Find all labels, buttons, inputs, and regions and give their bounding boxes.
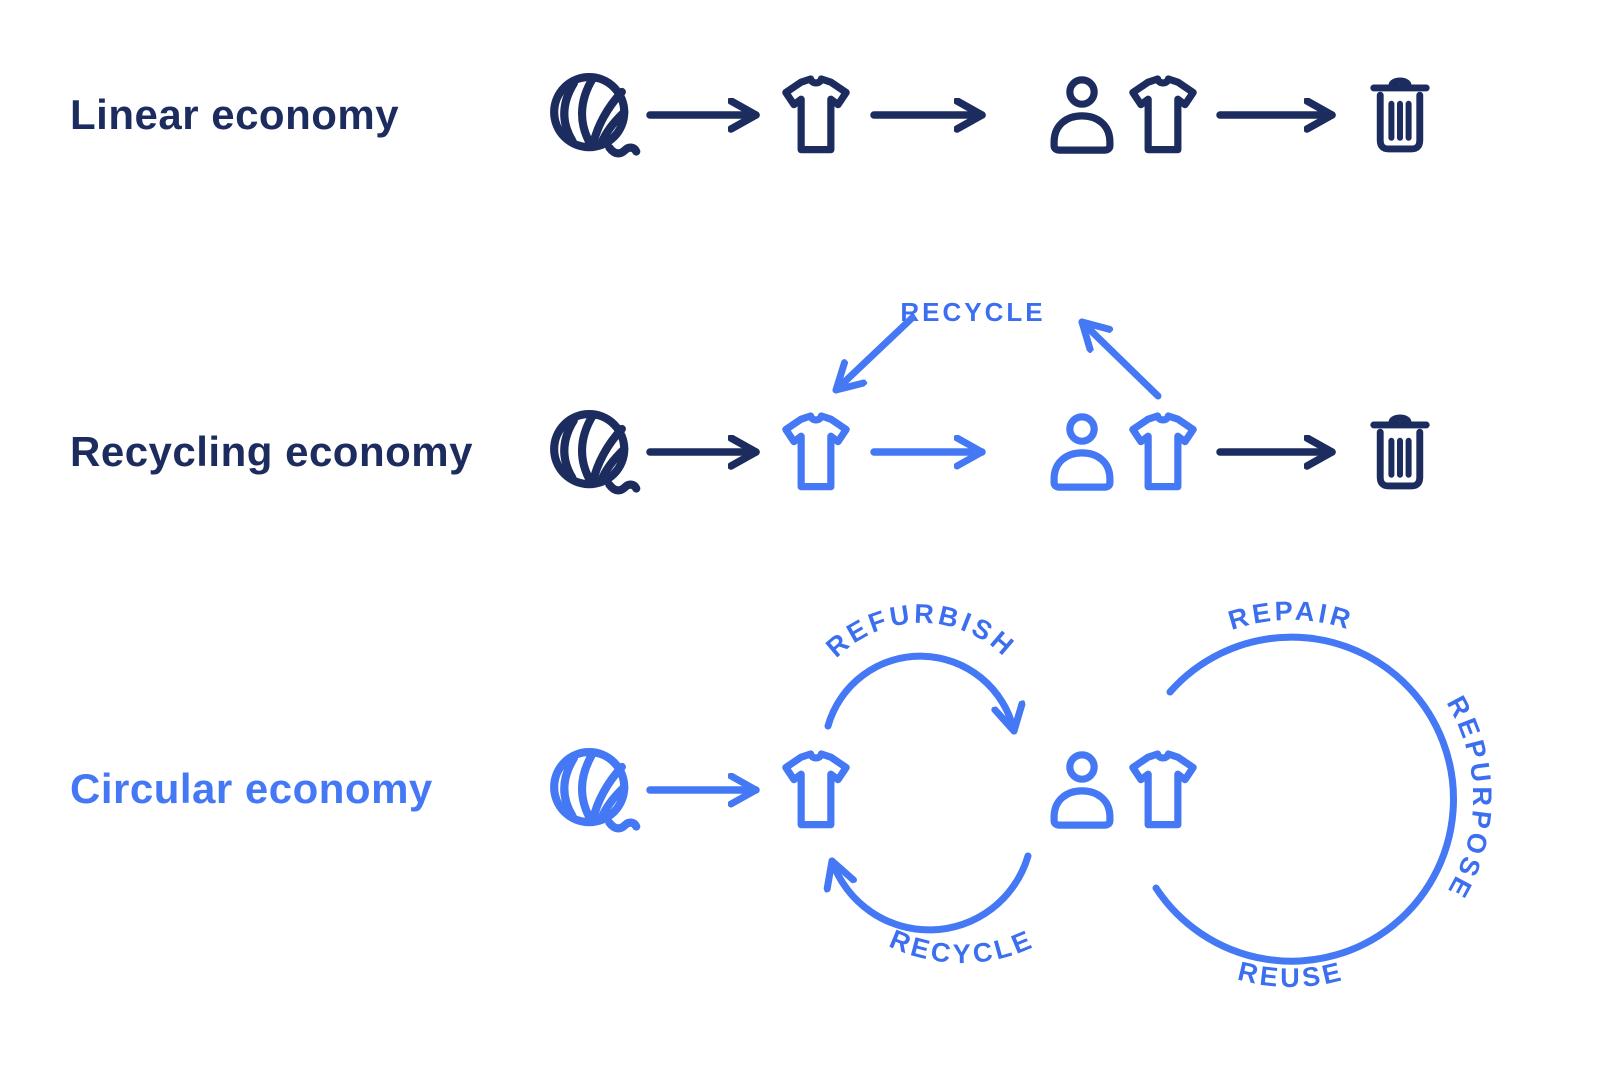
recycling-economy-title: Recycling economy (70, 428, 473, 475)
tshirt-icon (1133, 416, 1193, 487)
circular-economy-title: Circular economy (70, 765, 433, 812)
repurpose-label: REPURPOSE (1441, 691, 1497, 905)
linear-economy-title: Linear economy (70, 91, 400, 138)
recycling-economy-row: RECYCLE (554, 297, 1426, 490)
person-icon (1054, 80, 1110, 150)
recycle-loop-label: RECYCLE (885, 924, 1038, 969)
trash-bin-icon (1374, 418, 1426, 486)
repair-reuse-loop-circle (1152, 633, 1457, 965)
yarn-ball-icon (554, 752, 636, 828)
tshirt-icon (786, 754, 846, 825)
tshirt-icon (1133, 754, 1193, 825)
recycle-up-arrow-icon (1078, 318, 1162, 400)
tshirt-icon (786, 416, 846, 487)
person-icon (1054, 755, 1110, 825)
recycle-down-arrow-icon (832, 314, 916, 394)
repair-label: REPAIR (1225, 596, 1357, 636)
yarn-ball-icon (554, 414, 636, 490)
yarn-ball-icon (554, 77, 636, 153)
tshirt-icon (786, 79, 846, 150)
linear-economy-row (554, 77, 1426, 153)
person-icon (1054, 417, 1110, 487)
tshirt-icon (1133, 79, 1193, 150)
refurbish-loop-arc (824, 652, 1014, 735)
recycle-label: RECYCLE (900, 297, 1045, 327)
recycle-loop-arc (832, 852, 1032, 934)
trash-bin-icon (1374, 81, 1426, 149)
circular-economy-row: REFURBISH RECYCLE REPAIR REUSE REPURPOSE (554, 596, 1497, 993)
